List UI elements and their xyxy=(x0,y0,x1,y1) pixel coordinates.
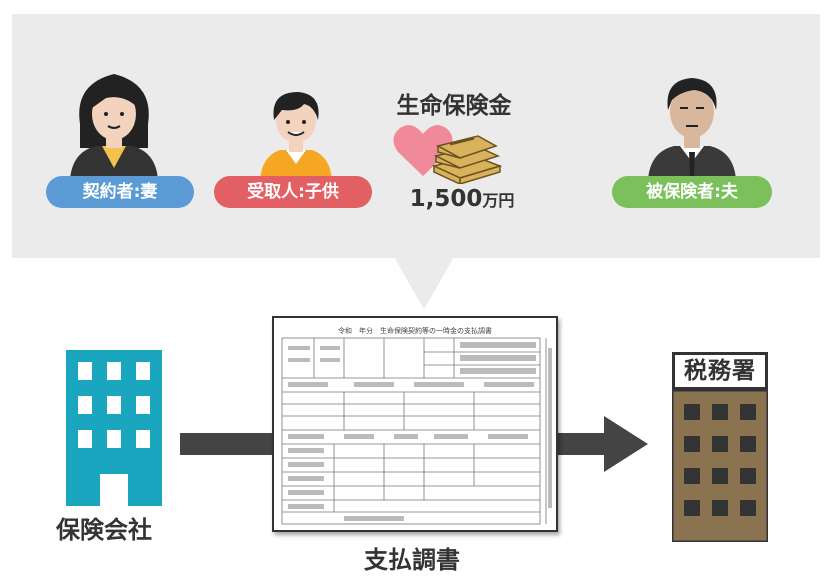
payout-title: 生命保険金 xyxy=(396,93,512,119)
cash-stack-icon xyxy=(431,135,502,184)
tax-office-sign: 税務署 xyxy=(672,352,768,390)
heart-icon xyxy=(393,125,453,176)
insured-label: 被保険者:夫 xyxy=(612,176,772,208)
payout-amount-number: 1,500 xyxy=(409,186,483,212)
document-label: 支払調書 xyxy=(364,546,460,574)
child-avatar-icon xyxy=(260,92,332,180)
payment-record-form-icon: 令和 年分 生命保険契約等の一時金の支払調書 xyxy=(274,318,556,530)
husband-avatar-icon xyxy=(648,78,736,180)
panel-pointer xyxy=(394,257,454,309)
recipient-label: 受取人:子供 xyxy=(214,176,372,208)
payment-record-document: 令和 年分 生命保険契約等の一時金の支払調書 xyxy=(272,316,558,532)
payout-amount-unit: 万円 xyxy=(482,191,515,210)
wife-avatar-icon xyxy=(70,74,158,180)
contractor-label: 契約者:妻 xyxy=(46,176,194,208)
insurance-company-label: 保険会社 xyxy=(56,516,152,544)
payout-amount: 1,500万円 xyxy=(382,186,542,212)
document-header: 令和 年分 生命保険契約等の一時金の支払調書 xyxy=(338,326,492,335)
tax-office-building-icon xyxy=(672,390,768,542)
insurance-company-building-icon xyxy=(66,350,162,506)
